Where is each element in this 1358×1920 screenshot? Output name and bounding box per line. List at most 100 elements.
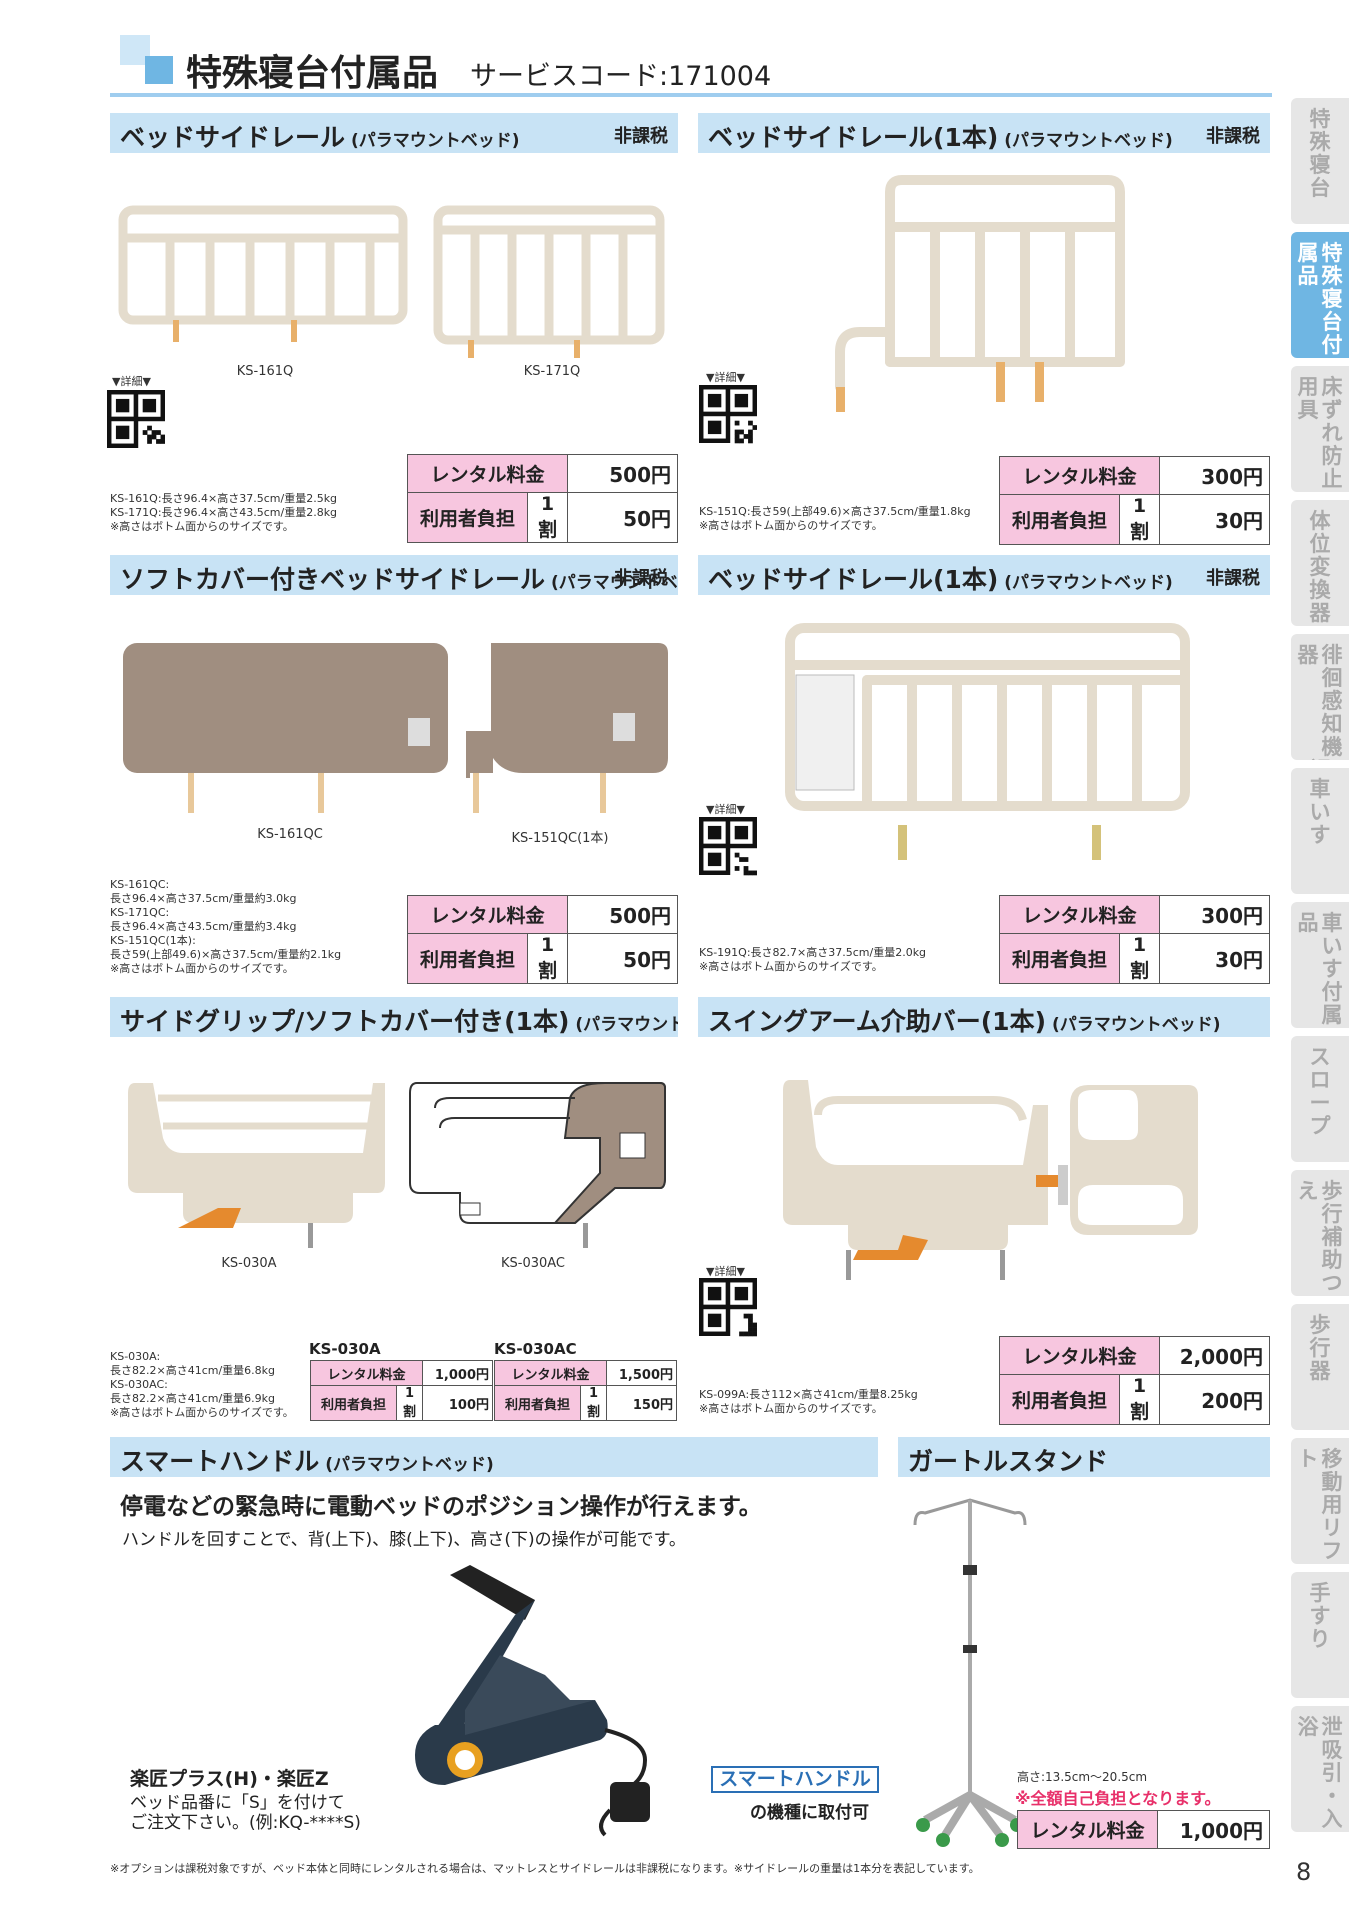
model-label: KS-151QC(1本) [511,831,609,846]
compatible-bed-models: 楽匠プラス(H)・楽匠Z [130,1768,329,1790]
user-pay-label: 利用者負担 [407,492,528,543]
table-model-label: KS-030A [309,1340,381,1358]
tab-8[interactable]: スロープ [1291,1036,1349,1162]
page-number: 8 [1296,1858,1312,1886]
side-rail-image-ks151q [835,175,1125,412]
tab-6[interactable]: 車いす [1291,768,1349,894]
rental-label: レンタル料金 [494,1360,607,1386]
tab-label: 車いす付属 [1321,911,1343,1027]
tab-label: 用具 [1297,375,1319,422]
rental-label: レンタル料金 [1017,1810,1158,1849]
user-price: 200円 [1159,1374,1270,1425]
tab-label: 認知症老人 [1308,759,1332,761]
spec-text: KS-161QC: 長さ96.4×高さ37.5cm/重量約3.0kg KS-17… [110,878,342,975]
rental-price: 1,000円 [422,1360,493,1386]
footer-note: ※オプションは課税対象ですが、ベッド本体と同時にレンタルされる場合は、マットレス… [110,1862,980,1875]
tab-label: え [1297,1179,1319,1203]
tax-label: 非課税 [1206,126,1260,147]
rental-price: 300円 [1159,895,1270,934]
full-self-pay-note: ※全額自己負担となります。 [1015,1789,1221,1808]
badge-subtext: の機種に取付可 [750,1803,869,1823]
rental-price: 1,500円 [606,1360,677,1386]
user-price: 30円 [1159,494,1270,545]
section-maker: (パラマウントベッド) [551,573,678,593]
model-label: KS-161Q [236,364,294,379]
user-pay-label: 利用者負担 [999,933,1120,984]
tab-label: ト [1297,1447,1319,1471]
ratio-label: 1割 [527,933,568,984]
rental-label: レンタル料金 [407,895,568,934]
section-header-smart-handle: スマートハンドル(パラマウントベッド) [110,1437,878,1477]
tab-label: 品 [1297,911,1319,935]
section-maker: (パラマウントベッド) [1004,573,1173,593]
qr-code-icon[interactable] [699,817,757,877]
header-square-blue [145,56,173,84]
detail-label: ▼詳細▼ [706,803,745,816]
tab-12[interactable]: 手すり [1291,1572,1349,1698]
header-rule [110,93,1272,97]
rental-price: 2,000円 [1159,1336,1270,1375]
section-maker: (パラマウントベッド) [1052,1015,1221,1035]
spec-text: KS-161Q:長さ96.4×高さ37.5cm/重量2.5kg KS-171Q:… [110,492,338,533]
tab-label: トイレ・排 [1308,1831,1332,1833]
stand-height: 高さ:13.5cm〜20.5cm [1017,1770,1148,1784]
rental-label: レンタル料金 [407,454,568,493]
tab-label: 手すり [1309,1581,1331,1651]
tab-7[interactable]: 品車いす付属 [1291,902,1349,1028]
model-label: KS-171Q [523,364,581,379]
detail-label: ▼詳細▼ [112,375,151,388]
smart-handle-description: ハンドルを回すことで、背(上下)、膝(上下)、高さ(下)の操作が可能です。 [122,1530,686,1550]
rental-label: レンタル料金 [999,1336,1160,1375]
side-rail-image-ks171q [433,205,665,358]
side-rail-image-ks191q [785,623,1190,860]
soft-cover-rail-image-ks161qc [123,643,448,813]
ratio-label: 1割 [1119,933,1160,984]
tab-11[interactable]: ト移動用リフ [1291,1438,1349,1564]
ratio-label: 1割 [1119,1374,1160,1425]
user-pay-label: 利用者負担 [999,1374,1120,1425]
tab-4[interactable]: 体位変換器 [1291,500,1349,626]
ratio-label: 1割 [527,492,568,543]
rental-price: 300円 [1159,456,1270,495]
tab-5[interactable]: 器徘徊感知機認知症老人 [1291,634,1349,760]
tab-2[interactable]: 属品特殊寝台付 [1291,232,1349,358]
tab-3[interactable]: 用具床ずれ防止 [1291,366,1349,492]
section-maker: (パラマウントベッド) [1004,131,1173,151]
qr-code-icon[interactable] [699,1278,757,1338]
qr-code-icon[interactable] [107,390,165,450]
user-pay-label: 利用者負担 [310,1385,397,1421]
section-header-swing-arm: スイングアーム介助バー(1本)(パラマウントベッド) [698,997,1270,1037]
spec-text: KS-151Q:長さ59(上部49.6)×高さ37.5cm/重量1.8kg ※高… [699,505,971,532]
tab-label: 移動用リフ [1321,1447,1343,1563]
smart-handle-image [415,1565,650,1837]
soft-cover-rail-image-ks151qc [466,643,668,813]
rental-price: 500円 [567,454,678,493]
model-label: KS-030A [221,1256,277,1271]
user-pay-label: 利用者負担 [494,1385,581,1421]
rental-label: レンタル料金 [310,1360,423,1386]
detail-label: ▼詳細▼ [706,1265,745,1278]
ratio-label: 1割 [396,1385,423,1421]
ratio-label: 1割 [580,1385,607,1421]
section-header-side-grip: サイドグリップ/ソフトカバー付き(1本)(パラマウントベッド) [110,997,678,1037]
model-label: KS-030AC [500,1256,566,1271]
tax-label: 非課税 [614,126,668,147]
tab-label: 特殊寝台付 [1321,241,1343,357]
rental-price: 1,000円 [1157,1810,1270,1849]
tab-label: 器 [1297,643,1319,667]
user-pay-label: 利用者負担 [407,933,528,984]
tab-9[interactable]: え歩行補助つ [1291,1170,1349,1296]
tab-label: スロープ [1309,1045,1331,1138]
tab-1[interactable]: 特殊寝台 [1291,98,1349,224]
section-title: ソフトカバー付きベッドサイドレール [120,565,546,594]
section-header-side-rail-single: ベッドサイドレール(1本)(パラマウントベッド) 非課税 [698,113,1270,153]
tab-10[interactable]: 歩行器 [1291,1304,1349,1430]
qr-code-icon[interactable] [699,385,757,445]
user-price: 150円 [606,1385,677,1421]
